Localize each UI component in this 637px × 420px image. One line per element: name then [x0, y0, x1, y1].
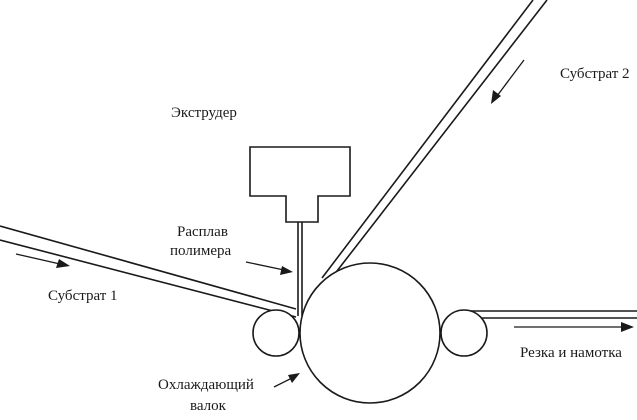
substrate2-arrow	[491, 59, 525, 104]
chill-roll-label-line2: валок	[190, 398, 227, 414]
substrate2-label: Субстрат 2	[560, 66, 630, 82]
cutting-winding-arrow	[514, 322, 634, 332]
substrate2-web-right	[329, 0, 548, 281]
takeoff-roll	[440, 309, 488, 357]
substrate2-web-left	[321, 0, 534, 279]
extruder-label: Экструдер	[171, 105, 237, 121]
extruder-body	[249, 146, 351, 223]
melt-pointer-arrow	[245, 261, 293, 275]
substrate1-web-bottom	[0, 239, 297, 318]
substrate1-arrow	[15, 253, 70, 268]
chill-roll	[299, 262, 441, 404]
melt-label-line2: полимера	[170, 243, 231, 259]
cutting-winding-label: Резка и намотка	[520, 345, 622, 361]
chill-roll-pointer-arrow	[273, 373, 300, 388]
chill-roll-label-line1: Охлаждающий	[158, 377, 254, 393]
substrate1-label: Субстрат 1	[48, 288, 118, 304]
melt-label-line1: Расплав	[177, 224, 228, 240]
substrate1-web-top	[0, 225, 297, 310]
pressure-roll	[252, 309, 300, 357]
